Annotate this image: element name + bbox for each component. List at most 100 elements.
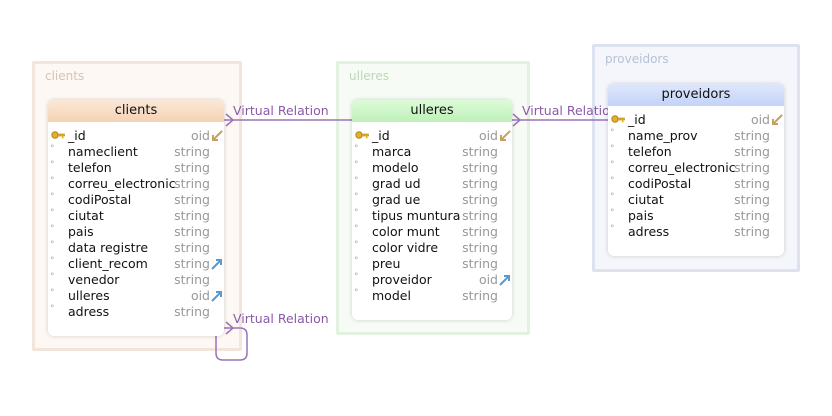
field-row[interactable]: ° adress string: [48, 304, 224, 320]
field-type: string: [734, 176, 770, 191]
field-marker-icon: °: [50, 224, 55, 234]
field-marker-icon: °: [610, 176, 615, 186]
field-name: _id: [628, 112, 646, 127]
relation-label-self-loop: Virtual Relation: [233, 311, 329, 326]
field-type: string: [462, 240, 498, 255]
field-marker-icon: °: [50, 272, 55, 282]
field-name: grad ue: [372, 192, 421, 207]
key-icon: [611, 113, 625, 129]
field-marker-icon: °: [50, 176, 55, 186]
relation-arrow-clients-ulleres: [225, 113, 235, 127]
field-type: string: [462, 144, 498, 159]
field-marker-icon: °: [50, 288, 55, 298]
field-marker-icon: °: [50, 208, 55, 218]
field-marker-icon: °: [50, 160, 55, 170]
field-name: _id: [68, 128, 86, 143]
field-marker-icon: °: [354, 160, 359, 170]
field-marker-icon: °: [50, 304, 55, 314]
field-type: string: [462, 256, 498, 271]
field-name: adress: [628, 224, 670, 239]
field-marker-icon: °: [50, 240, 55, 250]
field-type: oid: [478, 128, 498, 143]
field-name: color vidre: [372, 240, 439, 255]
field-marker-icon: °: [610, 224, 615, 234]
field-name: grad ud: [372, 176, 421, 191]
field-row[interactable]: ° venedor string: [48, 272, 224, 288]
field-type: string: [462, 160, 498, 175]
field-type: string: [462, 208, 498, 223]
key-icon: [355, 129, 369, 145]
field-row[interactable]: ° preu string: [352, 256, 512, 272]
field-name: preu: [372, 256, 401, 271]
group-title-ulleres: ulleres: [349, 69, 389, 83]
relation-arrow-self-loop: [225, 321, 235, 335]
field-marker-icon: °: [354, 144, 359, 154]
field-type: string: [734, 224, 770, 239]
field-marker-icon: °: [610, 128, 615, 138]
field-row[interactable]: ° nameclient string: [48, 144, 224, 160]
field-type: string: [174, 304, 210, 319]
table-header-proveidors[interactable]: proveidors: [608, 84, 784, 106]
field-name: name_prov: [628, 128, 698, 143]
field-name: correu_electronic: [68, 176, 176, 191]
field-marker-icon: °: [50, 144, 55, 154]
field-marker-icon: °: [354, 240, 359, 250]
field-name: venedor: [68, 272, 120, 287]
field-row[interactable]: ° adress string: [608, 224, 784, 240]
field-type: oid: [478, 272, 498, 287]
field-type: string: [734, 128, 770, 143]
table-header-ulleres[interactable]: ulleres: [352, 100, 512, 122]
field-type: string: [734, 160, 770, 175]
table-header-clients[interactable]: clients: [48, 100, 224, 122]
field-type: string: [174, 256, 210, 271]
field-name: ciutat: [628, 192, 664, 207]
field-row[interactable]: ° name_prov string: [608, 128, 784, 144]
group-title-proveidors: proveidors: [605, 52, 669, 66]
relation-arrow-ulleres-proveidors: [512, 113, 522, 127]
field-name: pais: [628, 208, 654, 223]
field-name: adress: [68, 304, 110, 319]
relation-label-clients-ulleres: Virtual Relation: [233, 103, 329, 118]
field-row[interactable]: ° color vidre string: [352, 240, 512, 256]
field-marker-icon: °: [50, 192, 55, 202]
field-name: codiPostal: [68, 192, 132, 207]
field-type: string: [174, 272, 210, 287]
field-marker-icon: °: [354, 256, 359, 266]
field-name: telefon: [628, 144, 672, 159]
field-marker-icon: °: [610, 192, 615, 202]
field-name: nameclient: [68, 144, 138, 159]
field-marker-icon: °: [50, 256, 55, 266]
field-type: string: [174, 144, 210, 159]
field-name: correu_electronic: [628, 160, 736, 175]
field-name: proveidor: [372, 272, 432, 287]
ref-in-icon: [770, 113, 784, 131]
